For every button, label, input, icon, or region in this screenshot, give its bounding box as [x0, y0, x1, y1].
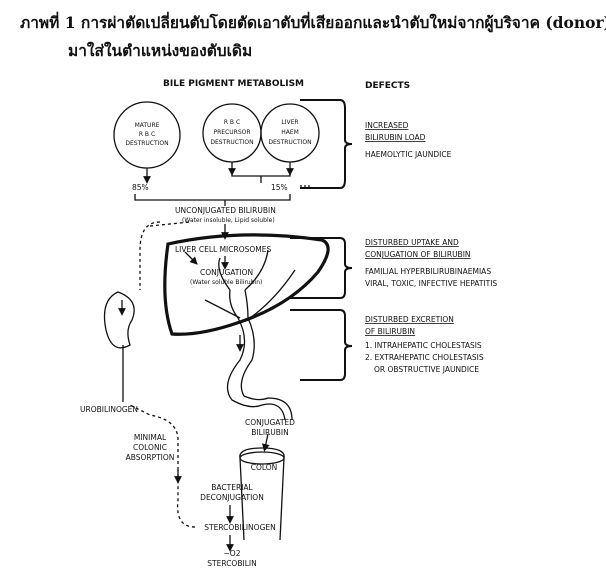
absorption-label: ABSORPTION: [126, 453, 175, 462]
pct-other: 15%: [271, 183, 288, 192]
conjugated-label: BILIRUBIN: [251, 428, 288, 437]
defect-detail: HAEMOLYTIC JAUNDICE: [365, 150, 452, 159]
defect-detail: VIRAL, TOXIC, INFECTIVE HEPATITIS: [365, 279, 497, 288]
colonic-label: COLONIC: [133, 443, 167, 452]
source-label: R B C: [139, 131, 155, 138]
defect-detail: FAMILIAL HYPERBILIRUBINAEMIAS: [365, 267, 491, 276]
conjugated-label: CONJUGATED: [245, 418, 295, 427]
defect-detail: 1. INTRAHEPATIC CHOLESTASIS: [365, 341, 482, 350]
liver-outline: [163, 233, 330, 336]
defect-heading: CONJUGATION OF BILIRUBIN: [365, 250, 471, 259]
source-label: LIVER: [281, 119, 298, 126]
defect-detail: OR OBSTRUCTIVE JAUNDICE: [374, 365, 479, 374]
defect-heading: DISTURBED EXCRETION: [365, 315, 454, 324]
source-label: DESTRUCTION: [125, 140, 168, 147]
defect-detail: 2. EXTRAHEPATIC CHOLESTASIS: [365, 353, 484, 362]
source-label: MATURE: [135, 122, 160, 129]
stercobilin-label: STERCOBILIN: [207, 559, 256, 568]
kidney: [103, 291, 135, 349]
colon-label: COLON: [251, 463, 278, 472]
defect-heading: BILIRUBIN LOAD: [365, 133, 426, 142]
stercobilinogen-label: STERCOBILINOGEN: [204, 523, 275, 532]
defect-heading: INCREASED: [365, 121, 409, 130]
unconjugated-note: (Water insoluble, Lipid soluble): [182, 217, 275, 224]
source-label: HAEM: [281, 129, 299, 136]
pct-mature: 85%: [132, 183, 149, 192]
diagram-title: BILE PIGMENT METABOLISM: [163, 79, 304, 89]
bacterial-label: BACTERIAL: [211, 483, 253, 492]
defect-heading: OF BILIRUBIN: [365, 327, 415, 336]
figure-caption-line2: มาใส่ในตำแหน่งของตับเดิม: [68, 41, 253, 60]
unconjugated-label: UNCONJUGATED BILIRUBIN: [175, 206, 276, 215]
source-label: R B C: [224, 119, 240, 126]
conjugation-label: CONJUGATION: [200, 268, 253, 277]
defect-heading: DISTURBED UPTAKE AND: [365, 238, 459, 247]
oxygen-label: −O2: [224, 549, 241, 558]
liver-microsomes-label: LIVER CELL MICROSOMES: [175, 245, 271, 254]
deconjugation-label: DECONJUGATION: [200, 493, 264, 502]
figure-caption-line1: ภาพที่ 1 การผ่าตัดเปลี่ยนตับโดยตัดเอาตับ…: [20, 13, 606, 32]
source-label: DESTRUCTION: [210, 139, 253, 146]
source-label: PRECURSOR: [213, 129, 250, 136]
conjugation-note: (Water soluble Bilirubin): [190, 279, 262, 286]
minimal-label: MINIMAL: [134, 433, 167, 442]
source-label: DESTRUCTION: [268, 139, 311, 146]
urobilinogen-label: UROBILINOGEN: [80, 405, 138, 414]
defects-title: DEFECTS: [365, 81, 410, 91]
